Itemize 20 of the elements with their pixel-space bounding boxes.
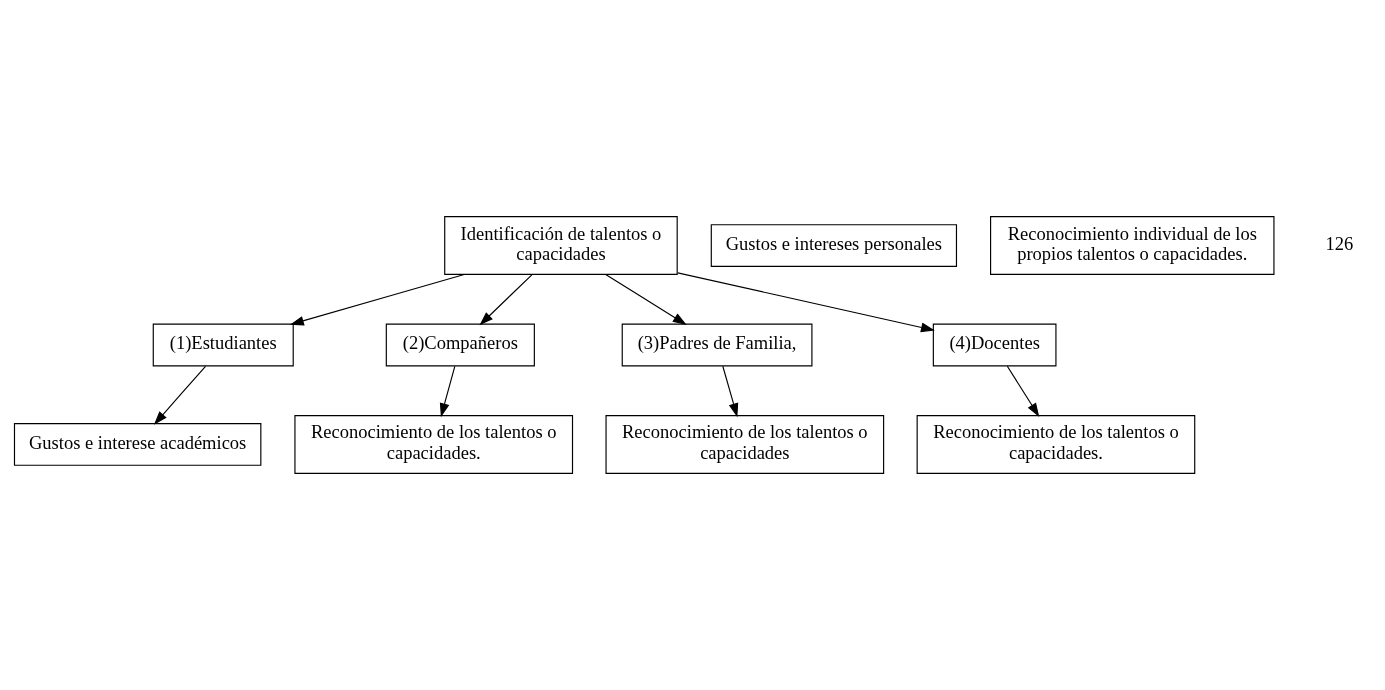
arrow	[153, 365, 207, 425]
arrow	[605, 273, 687, 325]
node-box: (1)Estudiantes	[152, 323, 294, 367]
node-box: Reconocimiento de los talentos o capacidades	[605, 414, 885, 474]
node-box: Reconocimiento de los talentos o capacidades.	[916, 414, 1196, 474]
arrow	[677, 272, 935, 333]
node-box: (2)Compañeros	[385, 323, 535, 367]
label: 126	[1325, 233, 1354, 254]
arrow	[1006, 365, 1040, 417]
node-box: (3)Padres de Familia,	[621, 323, 813, 367]
arrow	[289, 273, 465, 326]
arrow	[722, 365, 739, 418]
node-box: Gustos e interese académicos	[13, 423, 262, 466]
arrow	[479, 274, 533, 326]
node-box: Reconocimiento individual de los propios talentos o capacidades.	[990, 216, 1275, 276]
node-box: Gustos e intereses personales	[710, 224, 958, 267]
node-box: (4)Docentes	[932, 323, 1057, 367]
node-box: Identificación de talentos o capacidades	[444, 216, 678, 276]
node-box: Reconocimiento de los talentos o capacidades.	[294, 414, 574, 474]
arrow	[439, 365, 456, 418]
